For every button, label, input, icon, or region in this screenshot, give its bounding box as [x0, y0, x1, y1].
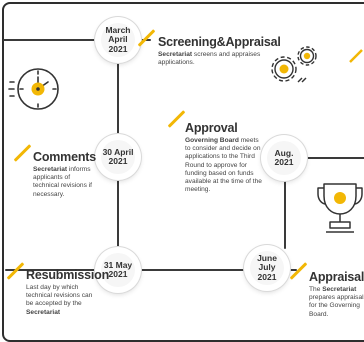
- screening-description: Secretariat screens and appraises applic…: [158, 51, 268, 67]
- screening-lead: Secretariat: [158, 51, 193, 58]
- screening-title: Screening&Appraisal: [158, 35, 281, 49]
- screening-text: screens and appraises applications.: [158, 51, 261, 67]
- appraisals-text-2: prepares appraisals for the Governing Bo…: [309, 294, 364, 318]
- resubmission-title: Resubmission: [26, 268, 110, 282]
- date-node-30-april: 30 April 2021: [101, 140, 135, 174]
- date-node-march-april: March April 2021: [101, 23, 135, 57]
- approval-title: Approval: [185, 121, 238, 135]
- approval-lead: Governing Board: [185, 137, 239, 144]
- clock-icon: [8, 68, 59, 110]
- resubmission-text: Last day by which technical revisions ca…: [26, 284, 93, 308]
- approval-description: Governing Board meets to consider and de…: [185, 137, 265, 194]
- appraisals-description: The Secretariat prepares appraisals for …: [309, 286, 364, 319]
- resubmission-tail: Secretariat: [26, 308, 61, 316]
- comments-text: informs applicants of technical revision…: [33, 166, 93, 198]
- resubmission-description: Last day by which technical revisions ca…: [26, 284, 98, 317]
- date-node-june-july: June July 2021: [250, 251, 284, 285]
- appraisals-text-1: The: [309, 286, 323, 293]
- appraisals-title: Appraisals: [309, 270, 364, 284]
- comments-title: Comments: [33, 150, 96, 164]
- comments-lead: Secretariat: [33, 166, 68, 173]
- date-node-aug: Aug. 2021: [267, 141, 301, 175]
- trophy-icon: [317, 183, 363, 233]
- approval-text: meets to consider and decide on applicat…: [185, 137, 262, 194]
- appraisals-lead: Secretariat: [322, 286, 357, 293]
- comments-description: Secretariat informs applicants of techni…: [33, 166, 95, 199]
- date-node-31-may: 31 May 2021: [101, 253, 135, 287]
- gears-icon: [271, 46, 317, 83]
